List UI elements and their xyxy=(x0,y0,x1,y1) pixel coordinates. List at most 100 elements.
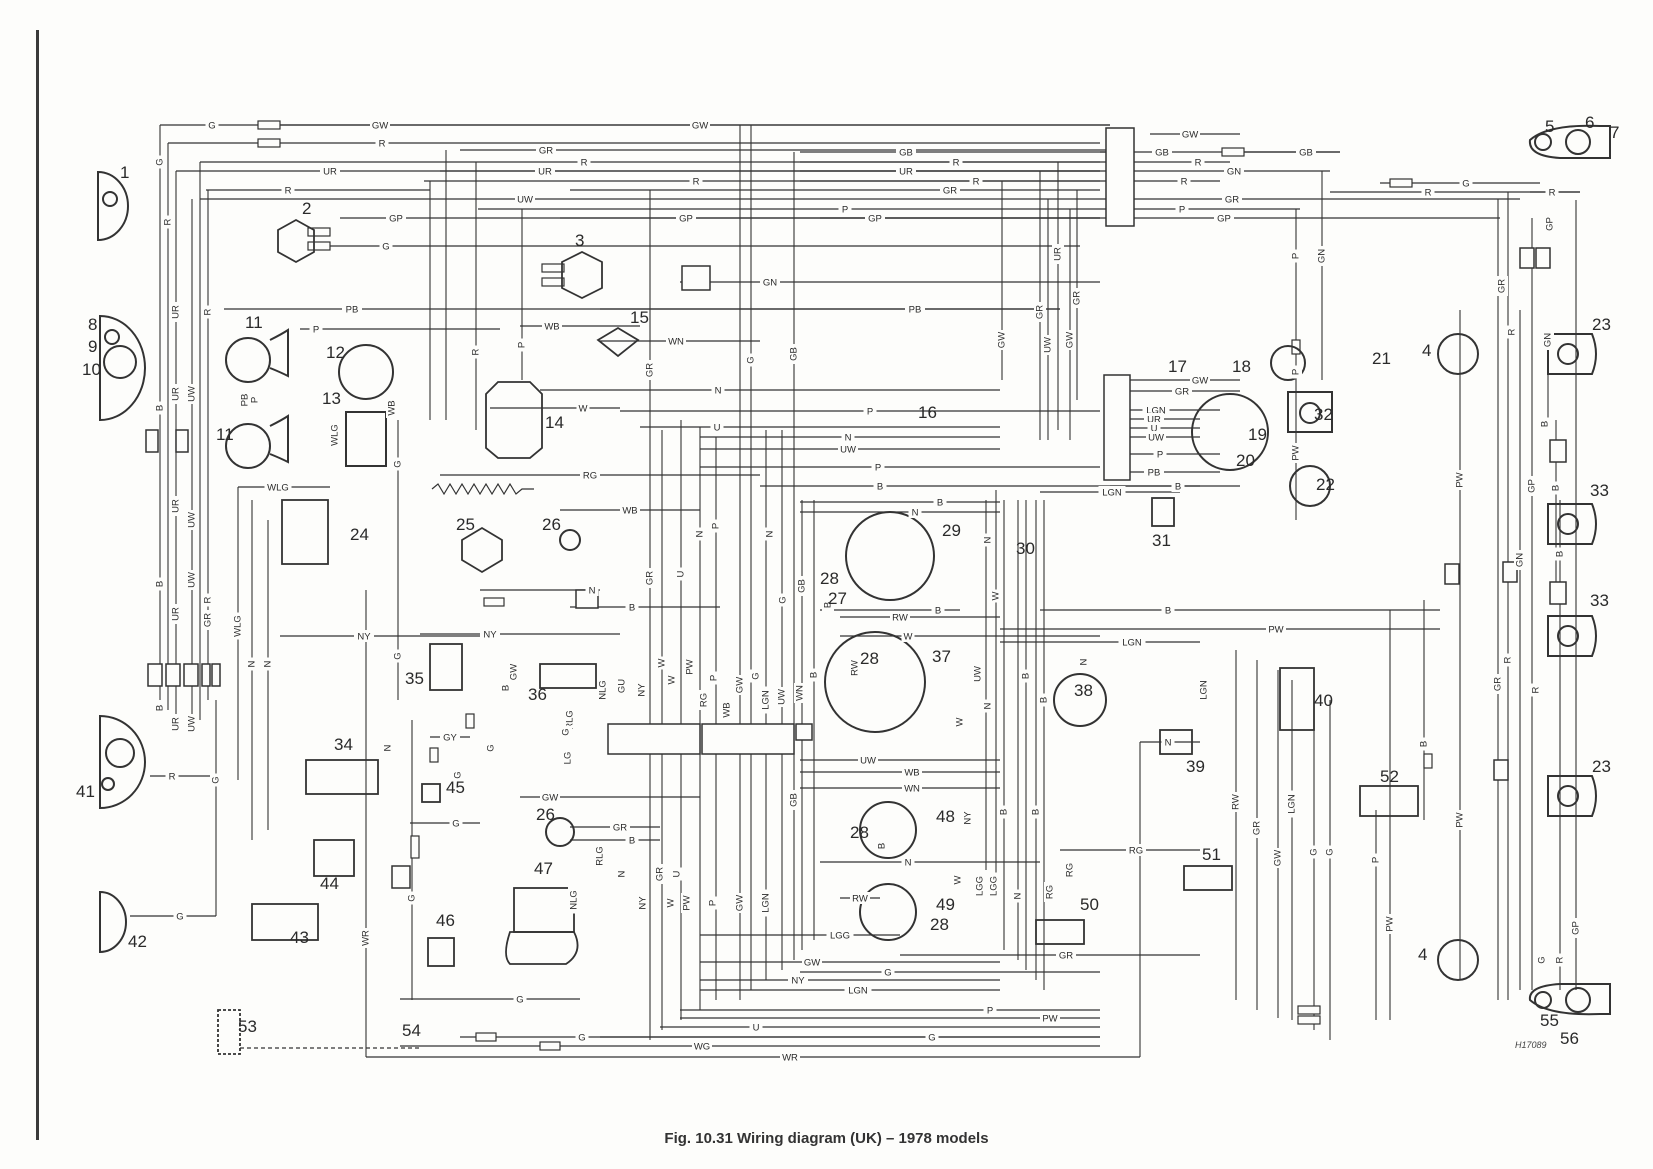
wire-label-bg xyxy=(863,405,877,417)
wire-label-bg xyxy=(620,504,640,516)
component-number-24: 24 xyxy=(350,525,369,544)
wire-label-bg xyxy=(1554,953,1566,967)
wire-color-label: R xyxy=(1195,158,1202,169)
wire-color-label-vertical: WN xyxy=(795,685,806,701)
wire-color-label-vertical: R xyxy=(1503,656,1514,663)
wire-color-label-vertical: GU xyxy=(617,679,628,693)
component-number-28: 28 xyxy=(850,823,869,842)
wire-color-label-vertical: N xyxy=(617,870,628,877)
wire-label-bg xyxy=(1514,550,1526,570)
wire-color-label-vertical: B xyxy=(1031,809,1042,815)
wire-color-label: N xyxy=(589,586,596,597)
wire-label-bg xyxy=(585,584,599,596)
wire-label-bg xyxy=(1052,244,1064,264)
component-number-12: 12 xyxy=(326,343,345,362)
component-number-47: 47 xyxy=(534,859,553,878)
wire-color-label: GW xyxy=(804,958,820,969)
wire-label-bg xyxy=(1198,676,1210,704)
wire-label-bg xyxy=(1064,860,1076,880)
wire-label-bg xyxy=(610,821,630,833)
wire-color-label-vertical: N xyxy=(765,530,776,537)
wire-label-bg xyxy=(1177,175,1191,187)
wire-color-label: GP xyxy=(679,214,693,225)
wire-color-label: NY xyxy=(357,632,371,643)
wire-label-bg xyxy=(1230,792,1242,812)
component-number-30: 30 xyxy=(1016,539,1035,558)
wire-color-label-vertical: UR xyxy=(171,499,182,513)
wire-color-label-vertical: PW xyxy=(682,895,693,910)
wire-label-bg xyxy=(1038,693,1050,707)
wire-label-bg xyxy=(577,156,591,168)
wire-color-label-vertical: WLG xyxy=(233,615,244,637)
wire-label-bg xyxy=(440,731,460,743)
component-number-28: 28 xyxy=(820,569,839,588)
wire-color-label: B xyxy=(937,498,943,509)
wire-label-bg xyxy=(1034,302,1046,322)
lamp-units xyxy=(97,124,1611,1016)
wire-label-bg xyxy=(154,155,166,169)
component-number-42: 42 xyxy=(128,932,147,951)
wire-color-label-vertical: GN xyxy=(1515,553,1526,567)
wire-label-bg xyxy=(625,834,639,846)
wire-color-label-vertical: P xyxy=(1291,369,1302,375)
wire-color-label: WB xyxy=(904,768,919,779)
wire-color-label-vertical: P xyxy=(250,397,261,403)
wire-color-label: GB xyxy=(899,148,913,159)
component-number-17: 17 xyxy=(1168,357,1187,376)
wire-color-label-vertical: GP xyxy=(1527,479,1538,493)
wire-label-bg xyxy=(822,598,834,612)
wire-label-bg xyxy=(808,668,820,682)
wire-color-label: N xyxy=(912,508,919,519)
wire-label-bg xyxy=(1071,288,1083,308)
component-number-28: 28 xyxy=(930,915,949,934)
wire-color-label: P xyxy=(987,1006,993,1017)
component-number-22: 22 xyxy=(1316,475,1335,494)
wire-color-label: LGN xyxy=(1122,638,1142,649)
component-number-16: 16 xyxy=(918,403,937,422)
wire-label-bg xyxy=(925,1031,939,1043)
wire-color-label-vertical: B xyxy=(877,843,888,849)
component-number-23: 23 xyxy=(1592,757,1611,776)
wire-color-label-vertical: GR xyxy=(1252,821,1263,835)
component-number-4: 4 xyxy=(1422,341,1431,360)
component-number-29: 29 xyxy=(942,521,961,540)
wire-color-label: B xyxy=(935,606,941,617)
wire-label-bg xyxy=(905,303,925,315)
wire-color-label: UW xyxy=(860,756,876,767)
wire-color-label-vertical: R xyxy=(163,218,174,225)
wire-label-bg xyxy=(232,612,244,640)
wire-label-bg xyxy=(485,741,497,755)
wire-color-label-vertical: PW xyxy=(1385,916,1396,931)
component-boxes xyxy=(217,497,1419,1055)
wire-label-bg xyxy=(1290,443,1302,463)
wire-color-label-vertical: GW xyxy=(997,332,1008,348)
wire-color-label: W xyxy=(579,404,588,415)
wire-label-bg xyxy=(154,401,166,415)
wire-color-label: NY xyxy=(791,976,805,987)
wire-color-label-vertical: G xyxy=(453,771,464,778)
wire-label-bg xyxy=(500,681,512,695)
wire-color-label: R xyxy=(1549,188,1556,199)
wire-color-label: G xyxy=(928,1033,935,1044)
wire-color-label-vertical: UW xyxy=(187,386,198,402)
wire-color-label: R xyxy=(973,177,980,188)
wire-color-label-vertical: N xyxy=(383,744,394,751)
wire-color-label: G xyxy=(516,995,523,1006)
wire-label-bg xyxy=(1492,674,1504,694)
wire-color-label: R xyxy=(379,139,386,150)
wire-label-bg xyxy=(515,193,535,205)
wire-label-bg xyxy=(1539,417,1551,431)
wire-color-label: UW xyxy=(840,445,856,456)
component-number-15: 15 xyxy=(630,308,649,327)
wire-label-bg xyxy=(1064,330,1076,350)
wire-color-label-vertical: WR xyxy=(361,930,372,946)
wire-color-label-vertical: GP xyxy=(1571,921,1582,935)
component-number-37: 37 xyxy=(932,647,951,666)
wire-label-bg xyxy=(998,805,1010,819)
wire-color-label: U xyxy=(714,423,721,434)
wire-color-label-vertical: GR xyxy=(1497,279,1508,293)
wire-color-label: G xyxy=(578,1033,585,1044)
